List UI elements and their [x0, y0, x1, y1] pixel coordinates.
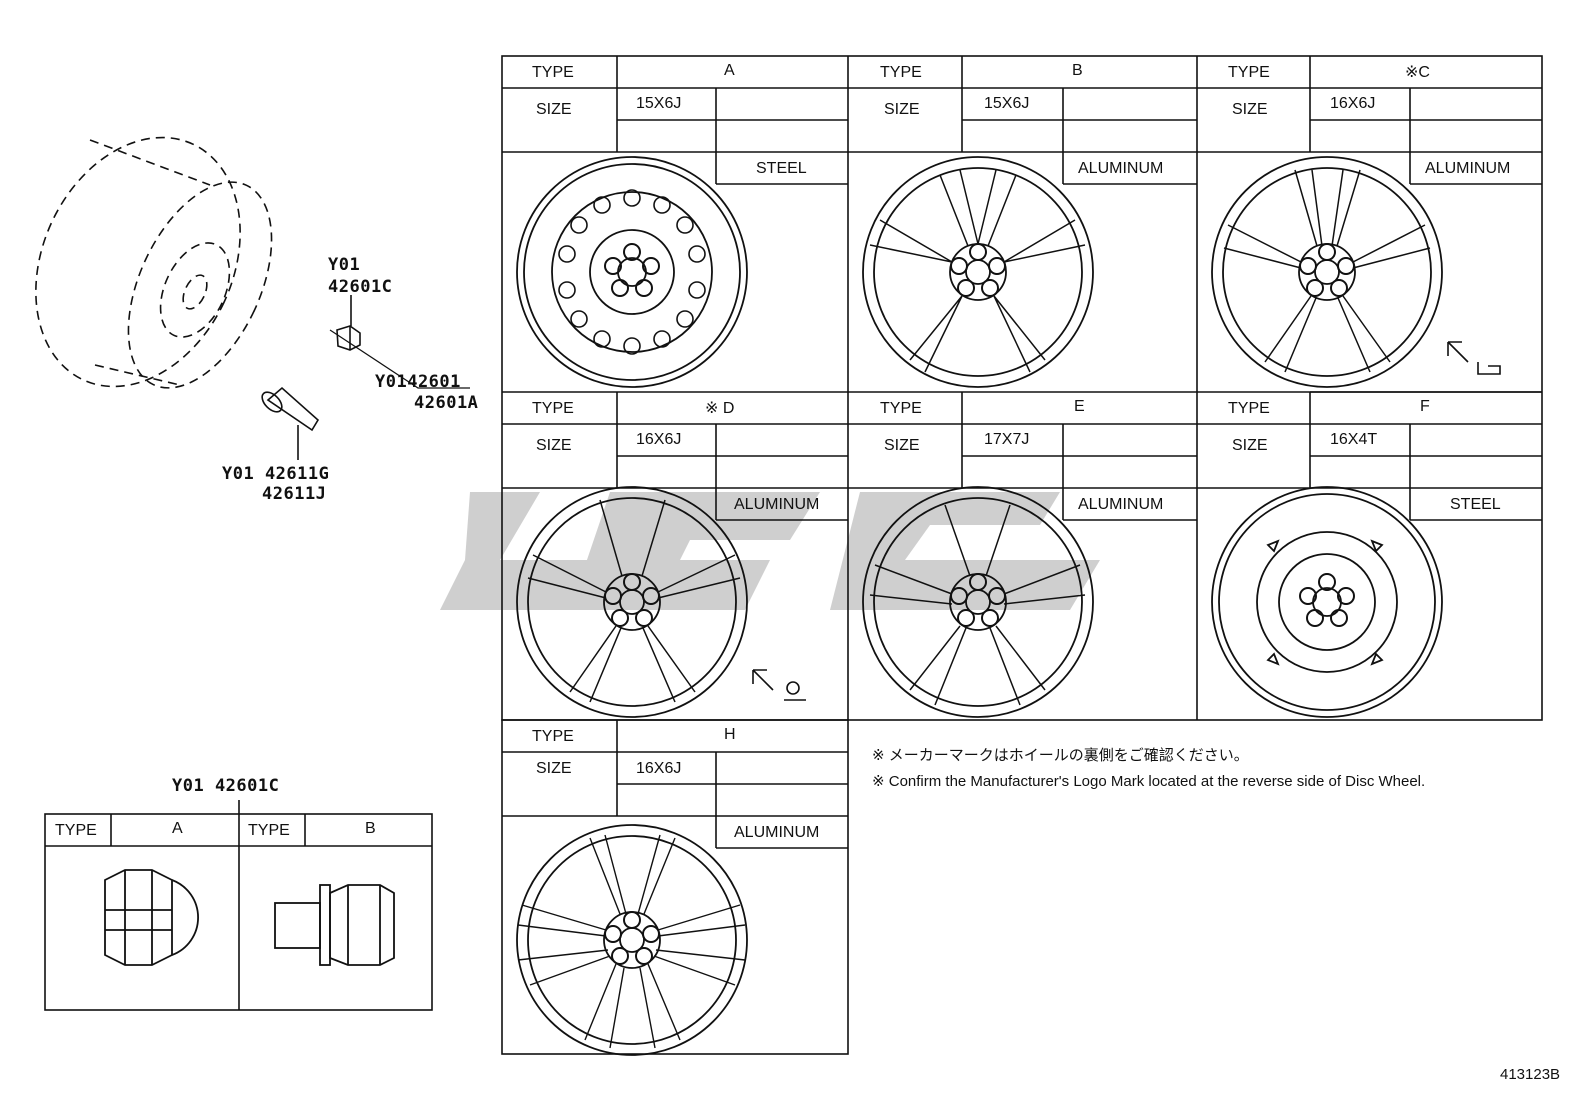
nut-table-grid — [44, 800, 433, 1011]
wheel-material: ALUMINUM — [734, 496, 820, 513]
wheel-material: ALUMINUM — [1425, 160, 1511, 177]
flange-nut-type-b-icon — [274, 884, 395, 966]
type-label: TYPE — [532, 400, 574, 417]
wheel-a-steel-drawing — [516, 156, 748, 388]
wheel-type-value: B — [1072, 62, 1083, 79]
type-label: TYPE — [880, 64, 922, 81]
diagram-id: 413123B — [1500, 1066, 1561, 1083]
size-label: SIZE — [884, 437, 920, 454]
wheel-size-value: 16X4T — [1330, 431, 1378, 448]
wheel-h-aluminum-drawing — [516, 824, 748, 1056]
wheel-material: ALUMINUM — [734, 824, 820, 841]
wheel-type-value: ※ D — [705, 400, 735, 417]
wheel-size-value: 16X6J — [636, 431, 682, 448]
valve-stem-icon — [261, 386, 320, 460]
nut-type-value: B — [365, 820, 376, 837]
wheel-size-value: 15X6J — [636, 95, 682, 112]
valve-code-1: Y01 42611G — [222, 464, 330, 484]
wheel-type-value: E — [1074, 398, 1085, 415]
wheel-d-aluminum-drawing — [516, 486, 748, 718]
valve-code-2: 42611J — [262, 484, 327, 504]
size-label: SIZE — [536, 760, 572, 777]
wheel-table-grid — [501, 55, 1543, 1055]
size-label: SIZE — [536, 101, 572, 118]
wheel-type-value: F — [1420, 398, 1430, 415]
wheel-type-value: ※C — [1405, 64, 1430, 81]
wheel-size-value: 16X6J — [1330, 95, 1376, 112]
wheel-material: ALUMINUM — [1078, 160, 1164, 177]
nut-part-code: Y01 42601C — [172, 776, 280, 796]
watermark-logo — [440, 492, 1100, 610]
wheel-type-value: A — [724, 62, 735, 79]
nut-type-value: A — [172, 820, 183, 837]
type-label: TYPE — [1228, 400, 1270, 417]
logo-mark-arrow-icon — [1447, 341, 1501, 375]
lug-nut-small-icon — [336, 295, 361, 351]
wheel-material: STEEL — [756, 160, 807, 177]
wheel-size-value: 15X6J — [984, 95, 1030, 112]
type-label: TYPE — [532, 64, 574, 81]
nut-type-label: TYPE — [248, 822, 290, 839]
valve-cap-code-1: Y01 — [328, 255, 361, 275]
logo-mark-arrow-icon — [752, 669, 806, 701]
cap-nut-type-a-icon — [104, 869, 199, 966]
wheel-material: STEEL — [1450, 496, 1501, 513]
wheel-f-steel-drawing — [1211, 486, 1443, 718]
size-label: SIZE — [536, 437, 572, 454]
size-label: SIZE — [1232, 437, 1268, 454]
wheel-material: ALUMINUM — [1078, 496, 1164, 513]
tire-drawing — [35, 136, 273, 389]
wheel-size-value: 16X6J — [636, 760, 682, 777]
wheel-b-aluminum-drawing — [862, 156, 1094, 388]
wheel-type-value: H — [724, 726, 736, 743]
note-japanese: ※ メーカーマークはホイールの裏側をご確認ください。 — [872, 747, 1249, 764]
wheel-c-aluminum-drawing — [1211, 156, 1443, 388]
size-label: SIZE — [884, 101, 920, 118]
type-label: TYPE — [1228, 64, 1270, 81]
note-english: ※ Confirm the Manufacturer's Logo Mark l… — [872, 773, 1426, 790]
type-label: TYPE — [532, 728, 574, 745]
wheel-e-aluminum-drawing — [862, 486, 1094, 718]
wheel-part-code-1: Y0142601 — [375, 372, 461, 392]
valve-cap-code-2: 42601C — [328, 277, 393, 297]
wheel-part-code-2: 42601A — [414, 393, 479, 413]
wheel-size-value: 17X7J — [984, 431, 1030, 448]
type-label: TYPE — [880, 400, 922, 417]
nut-type-label: TYPE — [55, 822, 97, 839]
size-label: SIZE — [1232, 101, 1268, 118]
